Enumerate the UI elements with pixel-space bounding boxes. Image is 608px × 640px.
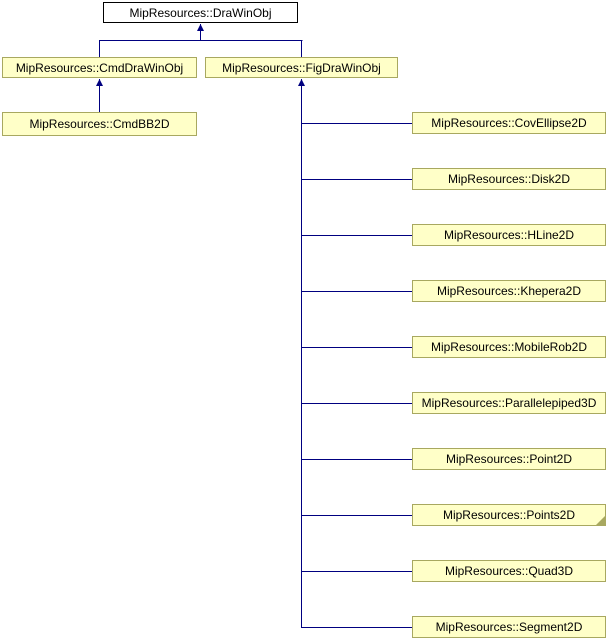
class-node-label: MipResources::HLine2D [443, 228, 575, 242]
class-node-label: MipResources::Point2D [445, 452, 573, 466]
class-node-label: MipResources::FigDraWinObj [222, 60, 381, 75]
class-node-label: MipResources::MobileRob2D [430, 340, 588, 354]
class-node-label: MipResources::Parallelepiped3D [421, 396, 597, 410]
class-node-label: MipResources::Disk2D [447, 172, 571, 186]
class-node-segment2d[interactable]: MipResources::Segment2D [412, 616, 606, 638]
class-node-cmdbb2d[interactable]: MipResources::CmdBB2D [2, 112, 197, 136]
class-node-hline2d[interactable]: MipResources::HLine2D [412, 224, 606, 246]
class-node-label: MipResources::Quad3D [444, 564, 574, 578]
class-node-mobilerob2d[interactable]: MipResources::MobileRob2D [412, 336, 606, 358]
class-node-label: MipResources::Segment2D [435, 620, 583, 634]
truncated-corner-marker [596, 516, 605, 525]
class-node-figdrawinobj[interactable]: MipResources::FigDraWinObj [205, 57, 398, 78]
class-node-label: MipResources::Points2D [442, 508, 576, 522]
class-node-label: MipResources::Khepera2D [436, 284, 582, 298]
class-node-label: MipResources::DraWinObj [129, 5, 272, 20]
class-node-khepera2d[interactable]: MipResources::Khepera2D [412, 280, 606, 302]
class-node-point2d[interactable]: MipResources::Point2D [412, 448, 606, 470]
class-node-cmddrawinobj[interactable]: MipResources::CmdDraWinObj [2, 57, 197, 78]
class-node-parallelepiped3d[interactable]: MipResources::Parallelepiped3D [412, 392, 606, 414]
class-node-label: MipResources::CovEllipse2D [431, 116, 587, 130]
class-node-points2d[interactable]: MipResources::Points2D [412, 504, 606, 526]
class-node-covellipse2d[interactable]: MipResources::CovEllipse2D [412, 112, 606, 134]
class-node-label: MipResources::CmdBB2D [29, 117, 170, 131]
class-node-label: MipResources::CmdDraWinObj [15, 60, 184, 75]
class-node-disk2d[interactable]: MipResources::Disk2D [412, 168, 606, 190]
class-node-drawinobj: MipResources::DraWinObj [103, 2, 298, 23]
class-node-quad3d[interactable]: MipResources::Quad3D [412, 560, 606, 582]
